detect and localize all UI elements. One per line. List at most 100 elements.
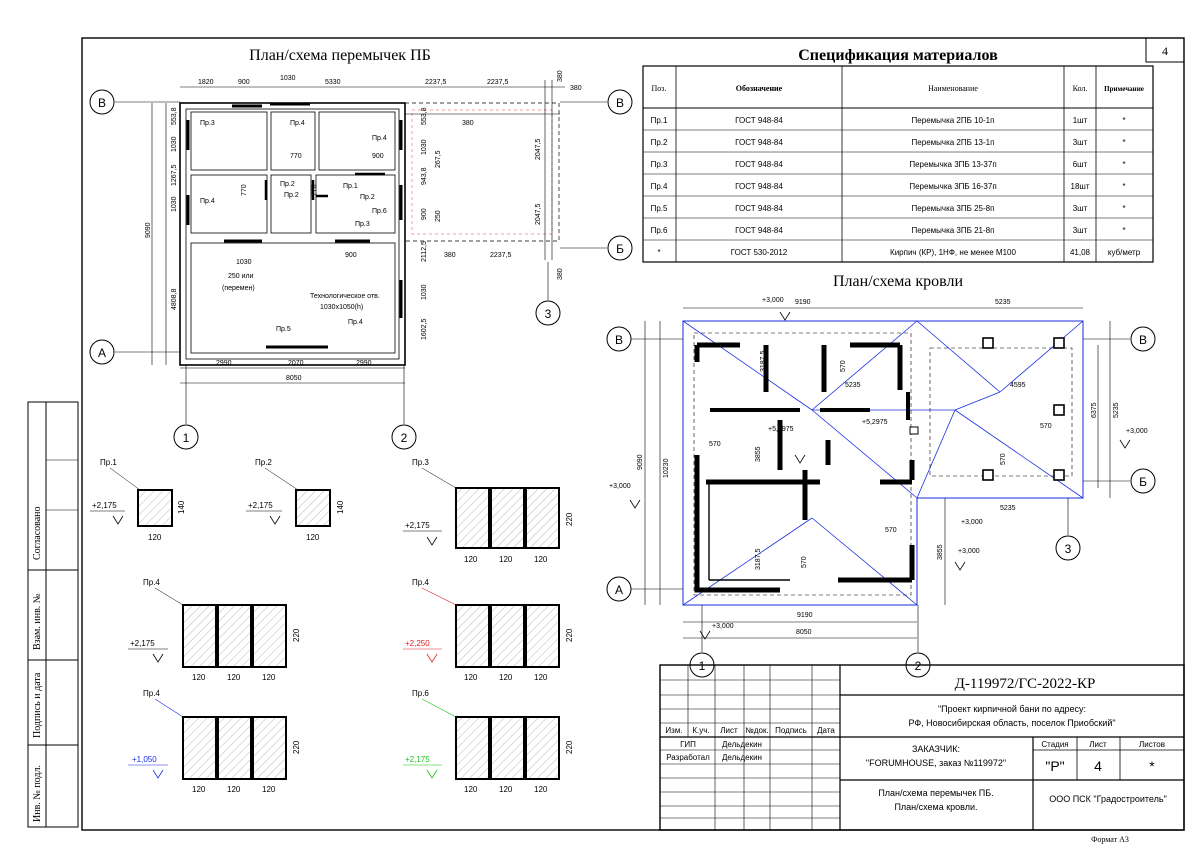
drawing-label: 3 bbox=[1065, 542, 1072, 556]
drawing-label: ГОСТ 948-84 bbox=[735, 182, 783, 191]
drawing-label: Пр.5 bbox=[651, 204, 668, 213]
section-pr3: Пр.3 +2,175 120 120 120 220 bbox=[403, 458, 574, 564]
drawing-label: +3,000 bbox=[762, 297, 784, 304]
axis-bubble-a-left bbox=[89, 339, 115, 365]
side-label-inv: Инв. № подл. bbox=[32, 765, 43, 822]
drawing-label: * bbox=[1122, 116, 1125, 125]
drawing-label: куб/метр bbox=[1108, 248, 1141, 257]
drawing-label: 570 bbox=[1000, 453, 1007, 465]
drawing-label: РФ, Новосибирская область, поселок Приоб… bbox=[908, 718, 1115, 728]
drawing-label: +3,000 bbox=[1126, 428, 1148, 435]
drawing-label: 2047,5 bbox=[535, 203, 542, 225]
drawing-label: 570 bbox=[801, 556, 808, 568]
drawing-label: 10230 bbox=[663, 458, 670, 478]
drawing-label: +2,250 bbox=[405, 639, 430, 648]
section-pr4-a: Пр.4 +2,175 120 120 120 220 bbox=[128, 578, 301, 682]
drawing-label: 3187,5 bbox=[755, 548, 762, 570]
drawing-label: 900 bbox=[372, 153, 384, 160]
drawing-label: 1030x1050(h) bbox=[320, 304, 363, 311]
drawing-label: Перемычка 2ПБ 13-1п bbox=[912, 138, 995, 147]
lintel-sections: Пр.1 +2,175 120 140 Пр.2 +2,175 120 140 … bbox=[90, 458, 574, 794]
drawing-label: Пр.6 bbox=[651, 226, 668, 235]
drawing-label: 2990 bbox=[356, 360, 372, 367]
drawing-label: 1030 bbox=[171, 196, 178, 212]
drawing-label: Пр.4 bbox=[372, 135, 387, 142]
drawing-label: "Р" bbox=[1045, 758, 1064, 774]
drawing-label: В bbox=[616, 96, 624, 110]
drawing-label: "Проект кирпичной бани по адресу: bbox=[938, 704, 1086, 714]
drawing-label: * bbox=[1122, 226, 1125, 235]
drawing-label: +5,2975 bbox=[862, 419, 888, 426]
drawing-label: * bbox=[1122, 182, 1125, 191]
section-pr4-b: Пр.4 +2,250 120 120 120 220 bbox=[403, 578, 574, 682]
drawing-label: +1,050 bbox=[132, 755, 157, 764]
drawing-label: 2112,5 bbox=[421, 241, 428, 262]
drawing-label: 120 bbox=[262, 673, 276, 682]
drawing-label: * bbox=[1122, 160, 1125, 169]
drawing-label: Пр.3 bbox=[355, 221, 370, 228]
drawing-label: 3855 bbox=[937, 544, 944, 560]
axis-bubble-v-right bbox=[607, 89, 633, 115]
drawing-label: Пр.4 bbox=[200, 198, 215, 205]
lintel-plan-title: План/схема перемычек ПБ bbox=[249, 47, 431, 64]
drawing-label: Наименование bbox=[928, 84, 978, 93]
drawing-code: Д-119972/ГС-2022-КР bbox=[955, 676, 1096, 692]
drawing-label: 1шт bbox=[1073, 116, 1088, 125]
drawing-label: * bbox=[657, 248, 660, 257]
drawing-label: Примечание bbox=[1104, 85, 1144, 93]
drawing-label: Пр.3 bbox=[200, 120, 215, 127]
drawing-label: Пр.6 bbox=[372, 208, 387, 215]
drawing-label: 2237,5 bbox=[425, 79, 447, 86]
drawing-label: План/схема кровли. bbox=[894, 802, 977, 812]
drawing-label: А bbox=[615, 583, 623, 597]
drawing-label: Пр.2 bbox=[284, 192, 299, 199]
drawing-label: А bbox=[98, 346, 106, 360]
drawing-label: 4808,8 bbox=[171, 288, 178, 310]
drawing-label: Пр.4 bbox=[651, 182, 668, 191]
drawing-label: 1 bbox=[183, 431, 190, 445]
drawing-label: Пр.2 bbox=[360, 194, 375, 201]
drawing-label: 140 bbox=[336, 500, 345, 514]
spec-table: Спецификация материалов Поз. Обозначение… bbox=[642, 47, 1154, 263]
drawing-label: Пр.2 bbox=[255, 458, 272, 467]
drawing-label: +2,175 bbox=[405, 521, 430, 530]
drawing-label: 3 bbox=[545, 307, 552, 321]
drawing-label: Б bbox=[1139, 475, 1147, 489]
drawing-label: 220 bbox=[565, 740, 574, 754]
drawing-label: 380 bbox=[557, 268, 564, 280]
drawing-label: 900 bbox=[421, 208, 428, 220]
drawing-label: К.уч. bbox=[692, 726, 709, 735]
drawing-label: 1 bbox=[699, 659, 706, 673]
drawing-label: Дата bbox=[817, 726, 835, 735]
drawing-label: 120 bbox=[192, 673, 206, 682]
axis-bubble-3 bbox=[535, 300, 561, 326]
section-pr6: Пр.6 +2,175 120 120 120 220 bbox=[403, 689, 574, 794]
drawing-label: 120 bbox=[227, 785, 241, 794]
drawing-label: 9190 bbox=[795, 299, 811, 306]
drawing-label: План/схема перемычек ПБ. bbox=[878, 788, 993, 798]
drawing-label: ГОСТ 948-84 bbox=[735, 226, 783, 235]
drawing-label: 1030 bbox=[236, 259, 252, 266]
drawing-label: 1267,5 bbox=[171, 164, 178, 186]
drawing-label: Перемычка 3ПБ 13-37п bbox=[909, 160, 996, 169]
axis-bubble-2 bbox=[391, 424, 417, 450]
side-label-replace: Взам. инв. № bbox=[32, 594, 43, 650]
drawing-label: 2237,5 bbox=[487, 79, 509, 86]
roof-axis-3 bbox=[1055, 535, 1081, 561]
drawing-label: Кол. bbox=[1073, 84, 1088, 93]
drawing-label: 220 bbox=[565, 628, 574, 642]
drawing-label: Разработал bbox=[666, 753, 710, 762]
drawing-label: 2 bbox=[401, 431, 408, 445]
side-label-sign-date: Подпись и дата bbox=[32, 672, 43, 738]
drawing-label: (перемен) bbox=[222, 285, 255, 292]
drawing-label: Пр.4 bbox=[348, 319, 363, 326]
drawing-label: 267,5 bbox=[435, 150, 442, 168]
sheet-frame bbox=[81, 37, 1185, 831]
drawing-label: 120 bbox=[534, 673, 548, 682]
drawing-label: 1030 bbox=[280, 75, 296, 82]
drawing-label: Лист bbox=[720, 726, 738, 735]
drawing-label: 1820 bbox=[198, 79, 214, 86]
roof-axis-b-right bbox=[1130, 468, 1156, 494]
drawing-label: Пр.3 bbox=[412, 458, 429, 467]
